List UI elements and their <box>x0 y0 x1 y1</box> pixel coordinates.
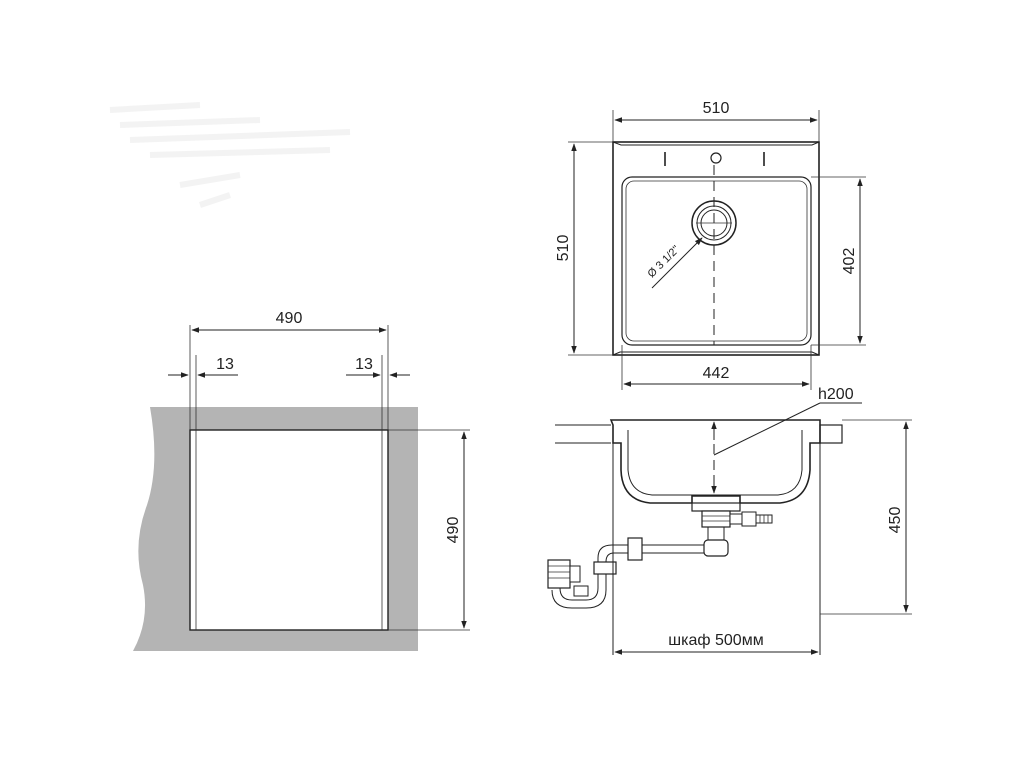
sink-side-view: h200 <box>547 386 912 655</box>
sink-body <box>609 419 821 504</box>
sink-top-view: Ø 3 1/2" 510 510 402 442 <box>555 100 866 390</box>
cabinet-width-side-label: шкаф 500мм <box>668 632 763 649</box>
right-gap-label: 13 <box>355 356 373 373</box>
total-height-label: 450 <box>887 507 904 534</box>
cabinet-width-label: 490 <box>276 310 303 327</box>
watermark <box>109 102 351 208</box>
bowl-width-label: 442 <box>703 365 730 382</box>
outer-width-label: 510 <box>703 100 730 117</box>
outer-depth-label: 510 <box>555 235 572 262</box>
cabinet-opening <box>189 429 389 631</box>
left-gap-label: 13 <box>216 356 234 373</box>
drain-assembly <box>547 502 773 609</box>
bowl-depth-h-label: h200 <box>818 386 854 403</box>
faucet-hole <box>710 152 722 164</box>
sink-outline <box>612 141 820 356</box>
bowl-outline <box>621 176 812 346</box>
bowl-depth-label: 402 <box>841 248 858 275</box>
cabinet-height-label: 490 <box>445 517 462 544</box>
cabinet-front-view: 490 13 13 490 <box>133 310 470 651</box>
countertop-edge-right <box>819 424 843 444</box>
